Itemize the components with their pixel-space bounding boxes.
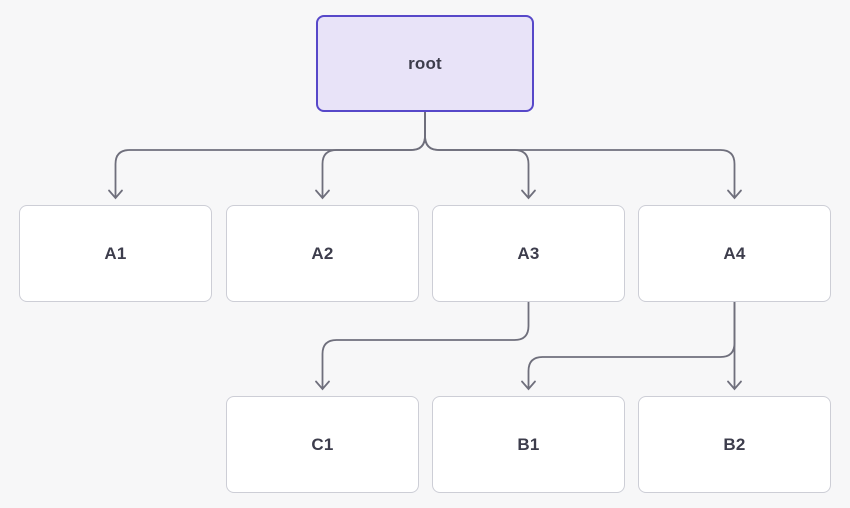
node-a2[interactable]: A2 <box>226 205 419 302</box>
node-label: C1 <box>311 434 334 454</box>
node-a4[interactable]: A4 <box>638 205 831 302</box>
edge-root-a1 <box>114 112 426 198</box>
node-b2[interactable]: B2 <box>638 396 831 493</box>
arrowhead-icon <box>108 189 123 200</box>
arrowhead-icon <box>315 189 330 200</box>
arrowhead-icon <box>727 189 742 200</box>
node-b1[interactable]: B1 <box>432 396 625 493</box>
node-label: A4 <box>723 243 746 263</box>
node-label: A3 <box>517 243 540 263</box>
edge-a4-b1 <box>527 302 736 389</box>
node-a3[interactable]: A3 <box>432 205 625 302</box>
node-label: root <box>408 53 442 73</box>
node-label: A1 <box>104 243 127 263</box>
edge-root-a2 <box>321 112 426 198</box>
arrowhead-icon <box>521 380 536 391</box>
edge-a3-c1 <box>321 302 530 389</box>
arrowhead-icon <box>315 380 330 391</box>
node-a1[interactable]: A1 <box>19 205 212 302</box>
node-label: A2 <box>311 243 334 263</box>
edge-root-a3 <box>424 112 530 198</box>
node-root[interactable]: root <box>316 15 534 112</box>
edge-root-a4 <box>424 112 736 198</box>
node-label: B2 <box>723 434 746 454</box>
node-label: B1 <box>517 434 540 454</box>
node-c1[interactable]: C1 <box>226 396 419 493</box>
arrowhead-icon <box>521 189 536 200</box>
arrowhead-icon <box>727 380 742 391</box>
